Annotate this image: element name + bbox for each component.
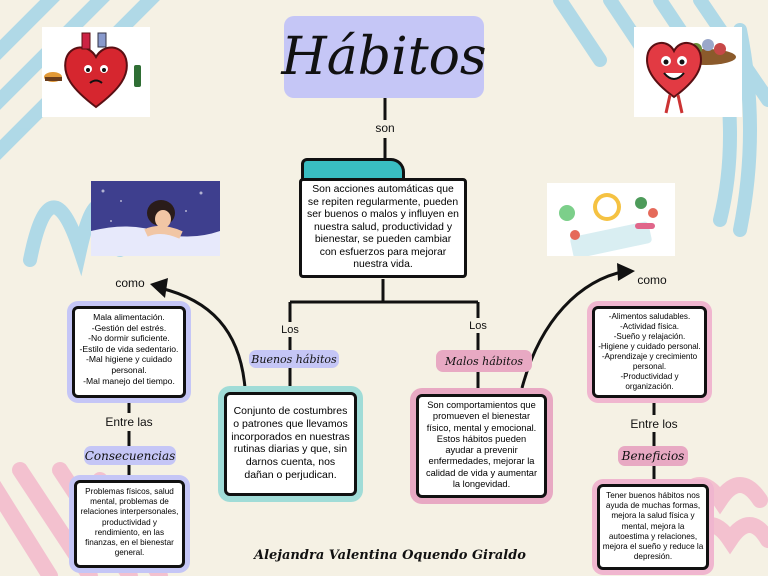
main-definition: Son acciones automáticas que se repiten …	[299, 178, 467, 278]
buenos-habitos-label: Buenos hábitos	[249, 350, 339, 368]
happy-heart-healthy-food-icon	[634, 27, 742, 117]
malos-habitos-label: Malos hábitos	[436, 350, 532, 372]
malos-habitos-description: Conjunto de costumbres o patrones que ll…	[224, 392, 357, 496]
connector-los-left: Los	[281, 324, 299, 336]
consecuencias-label: Consecuencias	[84, 446, 176, 465]
bad-habits-examples: Mala alimentación. -Gestión del estrés. …	[72, 306, 186, 398]
connector-como-right: como	[637, 273, 667, 287]
buenos-habitos-description: Son comportamientos que promueven el bie…	[416, 394, 547, 498]
connector-los-right: Los	[469, 320, 487, 332]
healthy-lifestyle-icon	[547, 183, 675, 256]
connector-como-left: como	[115, 276, 145, 290]
title-box: Hábitos	[281, 16, 487, 98]
author-signature: Alejandra Valentina Oquendo Giraldo	[254, 548, 526, 563]
good-habits-examples: -Alimentos saludables. -Actividad física…	[592, 306, 707, 398]
tired-person-in-bed-icon	[91, 181, 220, 256]
consecuencias-text: Problemas físicos, salud mental, problem…	[74, 480, 185, 568]
sad-heart-junkfood-icon	[42, 27, 150, 117]
beneficios-text: Tener buenos hábitos nos ayuda de muchas…	[597, 484, 709, 570]
connector-entre-las: Entre las	[105, 415, 153, 429]
beneficios-label: Beneficios	[618, 446, 688, 466]
connector-entre-los: Entre los	[630, 417, 678, 431]
page-title: Hábitos	[281, 27, 487, 87]
connector-son: son	[375, 121, 395, 135]
